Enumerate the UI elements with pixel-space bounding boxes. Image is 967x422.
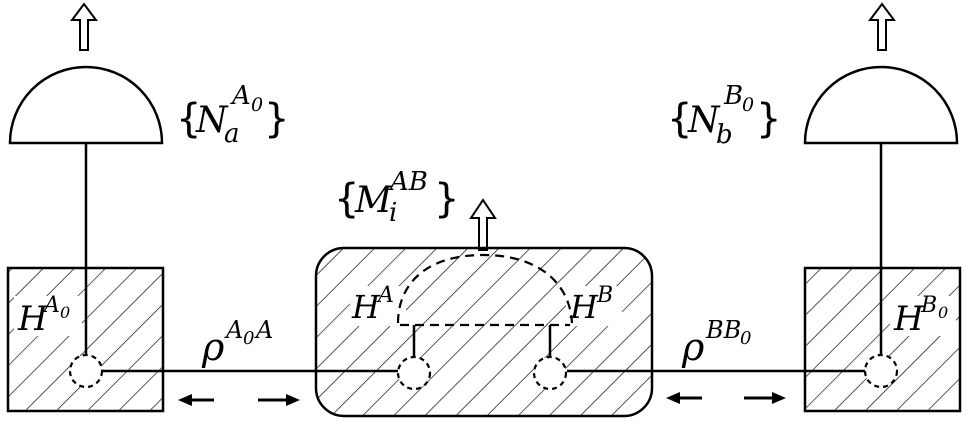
dashed-double-arrow-right	[666, 392, 786, 404]
measurement-label-joint: { M i AB }	[334, 167, 459, 228]
svg-text:N: N	[687, 100, 721, 141]
svg-text:A: A	[230, 81, 251, 111]
svg-text:0: 0	[243, 328, 254, 349]
svg-text:A: A	[224, 316, 243, 344]
svg-text:A: A	[254, 316, 273, 344]
box-right	[803, 266, 962, 413]
output-arrow-middle	[469, 198, 497, 251]
output-arrow-right	[868, 2, 896, 51]
svg-text:B: B	[596, 283, 613, 308]
svg-text:}: }	[264, 96, 289, 142]
svg-text:}: }	[434, 176, 459, 222]
svg-text:ρ: ρ	[681, 325, 705, 369]
space-label-left: H A 0	[17, 293, 70, 339]
box-left	[6, 266, 165, 413]
output-arrow-left	[70, 2, 98, 51]
svg-text:H: H	[569, 288, 599, 326]
svg-text:{: {	[176, 96, 201, 142]
svg-text:0: 0	[740, 328, 751, 349]
svg-text:b: b	[716, 120, 733, 150]
svg-text:H: H	[893, 299, 925, 339]
dashed-double-arrow-left	[178, 394, 300, 406]
detector-right	[803, 65, 959, 145]
svg-text:0: 0	[251, 94, 263, 116]
qubit-middle-b	[532, 355, 568, 391]
svg-text:{: {	[334, 176, 359, 222]
space-label-right: H B 0	[893, 293, 948, 339]
joint-measurement-dome	[396, 253, 574, 324]
measurement-label-alice: { N a A 0 }	[176, 81, 289, 149]
svg-text:B: B	[920, 293, 937, 318]
svg-text:0: 0	[60, 303, 70, 322]
svg-text:a: a	[224, 119, 240, 149]
qubit-middle-a	[396, 355, 432, 391]
qubit-left	[68, 353, 104, 389]
label-bg-mid-b	[566, 286, 622, 326]
space-label-middle-b: H B	[569, 283, 613, 326]
svg-text:A: A	[376, 283, 394, 308]
svg-text:B: B	[723, 81, 743, 111]
measurement-label-bob: { N b B 0 }	[667, 81, 781, 150]
svg-text:A: A	[42, 293, 60, 318]
svg-text:H: H	[17, 299, 49, 339]
label-bg-left	[14, 296, 82, 336]
svg-text:H: H	[351, 288, 381, 326]
label-bg-right	[890, 296, 956, 336]
svg-text:0: 0	[742, 94, 754, 116]
svg-text:{: {	[667, 96, 692, 142]
label-bg-mid-a	[350, 286, 406, 326]
svg-text:N: N	[195, 100, 229, 141]
qubit-right	[863, 353, 899, 389]
svg-text:AB: AB	[388, 167, 428, 197]
state-label-left: ρ A 0 A	[201, 316, 273, 369]
detector-left	[8, 65, 164, 145]
svg-text:}: }	[756, 96, 781, 142]
svg-text:ρ: ρ	[201, 325, 225, 369]
svg-text:BB: BB	[705, 316, 741, 344]
space-label-middle-a: H A	[351, 283, 394, 326]
svg-text:M: M	[354, 180, 393, 221]
box-middle	[314, 246, 654, 418]
svg-text:i: i	[389, 198, 397, 228]
svg-text:0: 0	[938, 303, 948, 322]
state-label-right: ρ BB 0	[681, 316, 751, 369]
